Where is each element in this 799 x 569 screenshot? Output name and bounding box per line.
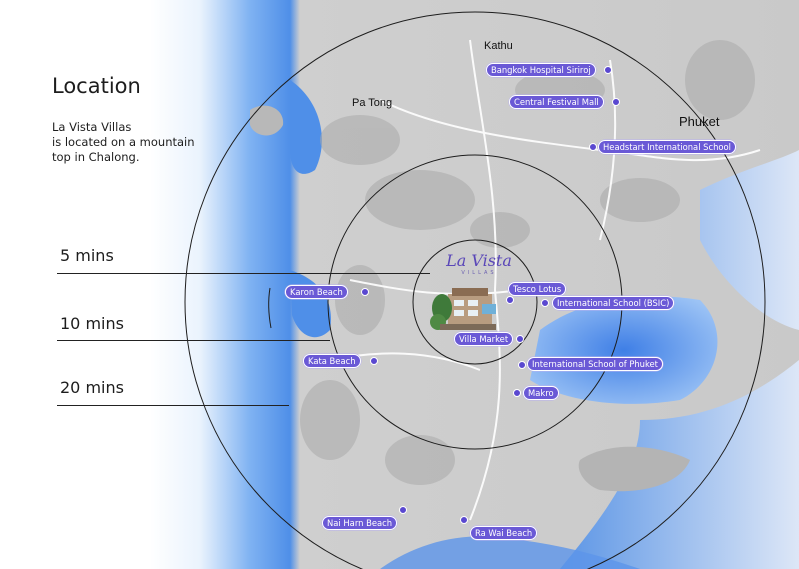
island-lone (250, 105, 284, 136)
place-nai-harn-beach[interactable]: Nai Harn Beach (322, 516, 398, 530)
ring-10min-notch (268, 287, 272, 329)
pin-villa-market[interactable] (516, 335, 524, 343)
west-bay-patong (290, 80, 322, 174)
pin-bsic[interactable] (541, 299, 549, 307)
pin-central-festival[interactable] (612, 98, 620, 106)
ring-label-20min: 20 mins (60, 378, 124, 397)
logo-subtitle: VILLAS (461, 270, 497, 276)
pin-headstart-school[interactable] (589, 143, 597, 151)
pin-tesco-lotus[interactable] (506, 296, 514, 304)
page-title: Location (52, 74, 141, 98)
east-sea (560, 150, 799, 569)
town-label-phuket: Phuket (679, 114, 720, 129)
villa-render-image (430, 288, 496, 330)
pin-karon-beach[interactable] (361, 288, 369, 296)
place-headstart-school[interactable]: Headstart International School (598, 140, 736, 154)
pin-nai-harn-beach[interactable] (399, 506, 407, 514)
leader-line-5min (57, 273, 430, 274)
ring-5min (412, 239, 538, 365)
island-coral (578, 446, 690, 492)
location-description: La Vista Villas is located on a mountain… (52, 120, 195, 164)
pin-bangkok-hospital[interactable] (604, 66, 612, 74)
pin-kata-beach[interactable] (370, 357, 378, 365)
chalong-bay (530, 296, 718, 404)
place-makro[interactable]: Makro (523, 386, 559, 400)
town-label-kathu: Kathu (484, 40, 513, 52)
place-bangkok-hospital[interactable]: Bangkok Hospital Siriroj (486, 63, 596, 77)
place-bsic[interactable]: International School (BSIC) (552, 296, 675, 310)
place-ra-wai-beach[interactable]: Ra Wai Beach (470, 526, 538, 540)
place-central-festival[interactable]: Central Festival Mall (509, 95, 604, 109)
pin-ra-wai-beach[interactable] (460, 516, 468, 524)
place-villa-market[interactable]: Villa Market (454, 332, 514, 346)
place-tesco-lotus[interactable]: Tesco Lotus (508, 282, 567, 296)
west-bay-karon (290, 270, 331, 338)
place-kata-beach[interactable]: Kata Beach (303, 354, 361, 368)
ring-label-10min: 10 mins (60, 314, 124, 333)
ring-20min (184, 11, 766, 569)
leader-line-20min (57, 405, 289, 406)
south-sea (380, 536, 640, 569)
town-label-patong: Pa Tong (352, 97, 393, 109)
place-karon-beach[interactable]: Karon Beach (285, 285, 348, 299)
la-vista-logo: La Vista VILLAS (441, 252, 517, 277)
leader-line-10min (57, 340, 330, 341)
place-isp[interactable]: International School of Phuket (527, 357, 663, 371)
logo-wordmark: La Vista (446, 251, 512, 270)
pin-isp[interactable] (518, 361, 526, 369)
pin-makro[interactable] (513, 389, 521, 397)
ring-label-5min: 5 mins (60, 246, 114, 265)
